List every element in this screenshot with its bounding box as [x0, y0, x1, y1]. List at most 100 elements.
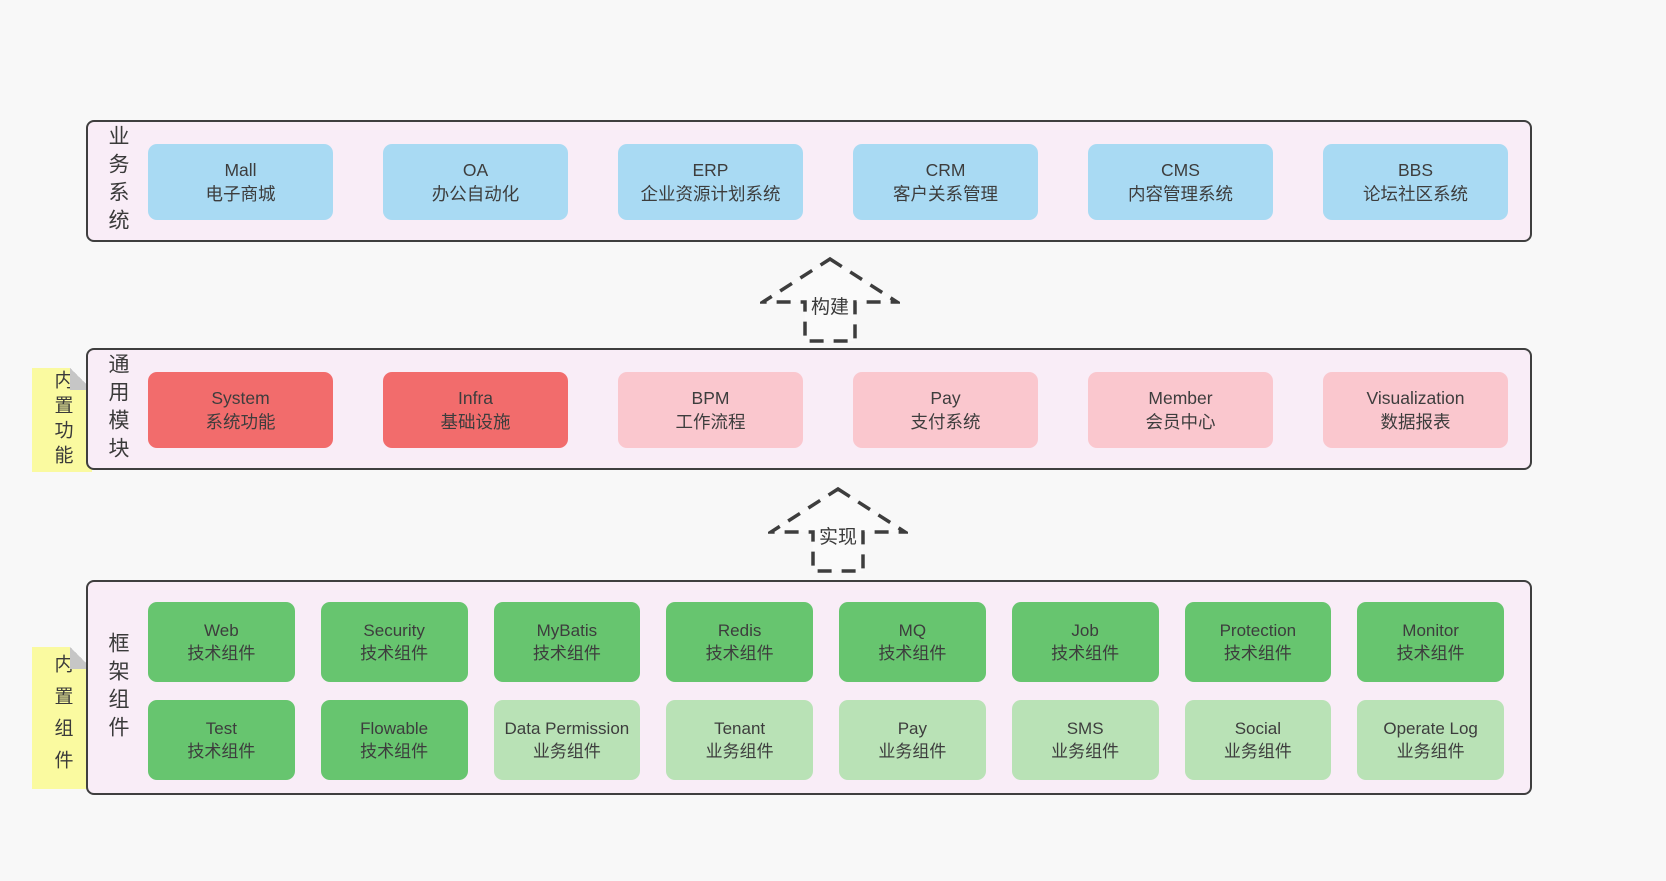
box-name: Test [205, 718, 237, 738]
box-name: ERP [692, 159, 729, 180]
box-name: Protection [1219, 620, 1297, 640]
layer-business-systems: 业务系统 Mall 电子商城 OA 办公自动化 ERP 企业资源计划系统 CRM… [86, 120, 1532, 242]
layer-title-text: 通用模块 [106, 353, 129, 465]
box-desc: 业务组件 [1396, 742, 1465, 761]
layer-title-components: 框架组件 [88, 582, 146, 793]
box-name: MQ [898, 620, 927, 640]
box-name: Data Permission [504, 718, 630, 738]
box-name: Tenant [714, 718, 766, 738]
layer-title-business: 业务系统 [88, 122, 146, 240]
box-desc: 办公自动化 [431, 184, 520, 204]
box-name: Pay [897, 718, 928, 738]
box-security: Security 技术组件 [320, 602, 468, 682]
layer-common-modules: 通用模块 System 系统功能 Infra 基础设施 BPM 工作流程 Pay… [86, 348, 1532, 470]
box-cms: CMS 内容管理系统 [1088, 144, 1273, 220]
arrow-label: 构建 [807, 292, 853, 319]
box-desc: 业务组件 [878, 742, 947, 761]
box-desc: 系统功能 [205, 412, 276, 432]
box-name: Monitor [1402, 620, 1459, 640]
box-crm: CRM 客户关系管理 [853, 144, 1038, 220]
box-name: Job [1071, 620, 1099, 640]
module-boxes: System 系统功能 Infra 基础设施 BPM 工作流程 Pay 支付系统… [146, 350, 1530, 468]
box-name: MyBatis [536, 620, 598, 640]
box-bpm: BPM 工作流程 [618, 372, 803, 448]
box-name: Web [204, 620, 239, 640]
box-flowable: Flowable 技术组件 [320, 700, 468, 780]
box-desc: 会员中心 [1145, 412, 1216, 432]
box-name: System [211, 387, 270, 408]
box-name: Mall [224, 159, 257, 180]
box-desc: 工作流程 [675, 412, 746, 432]
box-name: Flowable [360, 718, 429, 738]
box-desc: 技术组件 [187, 742, 256, 761]
box-name: BBS [1397, 159, 1434, 180]
box-sms: SMS 业务组件 [1011, 700, 1159, 780]
business-boxes: Mall 电子商城 OA 办公自动化 ERP 企业资源计划系统 CRM 客户关系… [146, 122, 1530, 240]
box-name: Pay [930, 387, 961, 408]
box-pay-biz: Pay 业务组件 [839, 700, 986, 780]
sticky-tag-builtin-components: 内置组件 [32, 647, 92, 789]
box-desc: 技术组件 [360, 742, 429, 761]
box-name: OA [462, 159, 489, 180]
box-name: Social [1234, 718, 1282, 738]
box-desc: 技术组件 [1223, 644, 1292, 663]
box-mall: Mall 电子商城 [148, 144, 333, 220]
box-desc: 内容管理系统 [1128, 184, 1233, 204]
arrow-build: 构建 [760, 256, 900, 344]
box-member: Member 会员中心 [1088, 372, 1273, 448]
box-desc: 技术组件 [705, 644, 774, 663]
box-name: CRM [925, 159, 966, 180]
box-desc: 技术组件 [360, 644, 429, 663]
box-infra: Infra 基础设施 [383, 372, 568, 448]
box-name: Infra [457, 387, 494, 408]
arrow-label: 实现 [815, 522, 861, 549]
layer-title-text: 框架组件 [106, 631, 129, 744]
box-name: Visualization [1366, 387, 1465, 408]
component-boxes: Web 技术组件 Security 技术组件 MyBatis 技术组件 Redi… [146, 582, 1530, 793]
box-pay: Pay 支付系统 [853, 372, 1038, 448]
arrow-implement: 实现 [768, 486, 908, 574]
layer-title-text: 业务系统 [106, 125, 129, 237]
box-name: BPM [691, 387, 730, 408]
box-desc: 客户关系管理 [893, 184, 998, 204]
box-test: Test 技术组件 [148, 700, 295, 780]
box-desc: 业务组件 [1223, 742, 1292, 761]
box-desc: 技术组件 [1396, 644, 1465, 663]
box-desc: 论坛社区系统 [1363, 184, 1468, 204]
box-desc: 业务组件 [705, 742, 774, 761]
sticky-tag-label: 内置功能 [51, 370, 73, 470]
box-name: Member [1148, 387, 1213, 408]
box-name: Security [363, 620, 425, 640]
box-desc: 企业资源计划系统 [640, 184, 781, 204]
sticky-tag-label: 内置组件 [51, 654, 73, 782]
box-system: System 系统功能 [148, 372, 333, 448]
box-name: SMS [1066, 718, 1104, 738]
layer-framework-components: 框架组件 Web 技术组件 Security 技术组件 MyBatis 技术组件… [86, 580, 1532, 795]
box-desc: 技术组件 [878, 644, 947, 663]
box-mybatis: MyBatis 技术组件 [493, 602, 641, 682]
box-name: CMS [1161, 159, 1200, 180]
box-social: Social 业务组件 [1184, 700, 1332, 780]
box-visualization: Visualization 数据报表 [1323, 372, 1508, 448]
sticky-tag-builtin-features: 内置功能 [32, 368, 92, 472]
box-name: Operate Log [1383, 718, 1478, 738]
box-oa: OA 办公自动化 [383, 144, 568, 220]
box-monitor: Monitor 技术组件 [1357, 602, 1504, 682]
box-desc: 数据报表 [1380, 412, 1451, 432]
box-bbs: BBS 论坛社区系统 [1323, 144, 1508, 220]
box-operate-log: Operate Log 业务组件 [1357, 700, 1504, 780]
box-erp: ERP 企业资源计划系统 [618, 144, 803, 220]
layer-title-modules: 通用模块 [88, 350, 146, 468]
box-desc: 基础设施 [440, 412, 511, 432]
box-name: Redis [717, 620, 762, 640]
box-desc: 电子商城 [205, 184, 276, 204]
box-redis: Redis 技术组件 [666, 602, 813, 682]
box-data-permission: Data Permission 业务组件 [493, 700, 641, 780]
box-desc: 支付系统 [910, 412, 981, 432]
box-mq: MQ 技术组件 [839, 602, 986, 682]
box-desc: 业务组件 [532, 742, 601, 761]
box-desc: 业务组件 [1051, 742, 1120, 761]
box-web: Web 技术组件 [148, 602, 295, 682]
box-desc: 技术组件 [532, 644, 601, 663]
